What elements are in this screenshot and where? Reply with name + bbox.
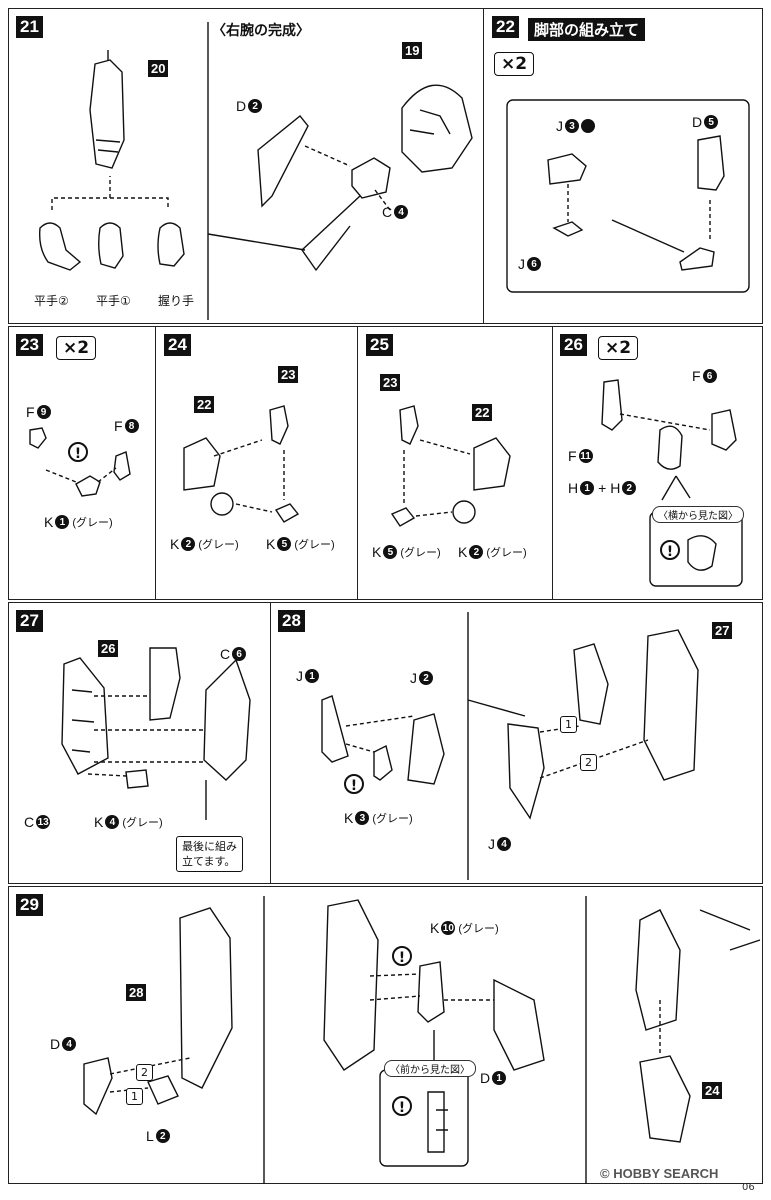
side-view-label: 〈横から見た図〉 bbox=[652, 506, 744, 523]
step-24-number: 24 bbox=[164, 334, 191, 356]
hand-label-flat-2: 平手② bbox=[34, 294, 69, 308]
order-badge-1: 1 bbox=[560, 716, 577, 733]
step-27-number: 27 bbox=[16, 610, 43, 632]
ref-part-23: 23 bbox=[278, 366, 299, 383]
ref-part-23: 23 bbox=[380, 374, 401, 391]
order-badge-2: 2 bbox=[136, 1064, 153, 1081]
step-21-number: 21 bbox=[16, 16, 43, 38]
step-28-number: 28 bbox=[278, 610, 305, 632]
front-view-label: 〈前から見た図〉 bbox=[384, 1060, 476, 1077]
ref-part-26: 26 bbox=[98, 640, 119, 657]
step-29-panel bbox=[8, 886, 763, 1184]
step-22-title: 脚部の組み立て bbox=[528, 18, 646, 41]
ref-part-22: 22 bbox=[472, 404, 493, 421]
step-29-number: 29 bbox=[16, 894, 43, 916]
step-22-number: 22 bbox=[492, 16, 519, 38]
ref-part-24: 24 bbox=[702, 1082, 723, 1099]
order-badge-2: 2 bbox=[580, 754, 597, 771]
ref-part-20: 20 bbox=[148, 60, 169, 77]
nipper-icon: nipper-icon bbox=[581, 119, 595, 133]
warning-icon: ! bbox=[68, 442, 88, 462]
step-23-multiplier: ×2 bbox=[56, 336, 97, 360]
warning-icon: ! bbox=[660, 540, 680, 560]
step-26-panel bbox=[552, 326, 763, 600]
order-badge-1: 1 bbox=[126, 1088, 143, 1105]
warning-icon: ! bbox=[344, 774, 364, 794]
watermark: © HOBBY SEARCH bbox=[600, 1166, 719, 1181]
page-number: 06 bbox=[742, 1182, 755, 1193]
step-21-subtitle: 〈右腕の完成〉 bbox=[212, 23, 310, 39]
step-23-number: 23 bbox=[16, 334, 43, 356]
warning-icon: ! bbox=[392, 946, 412, 966]
part-label-j3: J3nipper-icon bbox=[556, 118, 595, 134]
ref-part-27: 27 bbox=[712, 622, 733, 639]
ref-part-28: 28 bbox=[126, 984, 147, 1001]
step-26-number: 26 bbox=[560, 334, 587, 356]
hand-label-fist: 握り手 bbox=[158, 294, 195, 308]
step-26-multiplier: ×2 bbox=[598, 336, 639, 360]
ref-part-22: 22 bbox=[194, 396, 215, 413]
step-25-number: 25 bbox=[366, 334, 393, 356]
step-22-multiplier: ×2 bbox=[494, 52, 535, 76]
step-28-panel bbox=[270, 602, 763, 884]
step-22-panel bbox=[483, 8, 763, 324]
ref-part-19: 19 bbox=[402, 42, 423, 59]
warning-icon: ! bbox=[392, 1096, 412, 1116]
hand-label-flat-1: 平手① bbox=[96, 294, 131, 308]
step-27-note: 最後に組み 立てます。 bbox=[176, 836, 243, 872]
